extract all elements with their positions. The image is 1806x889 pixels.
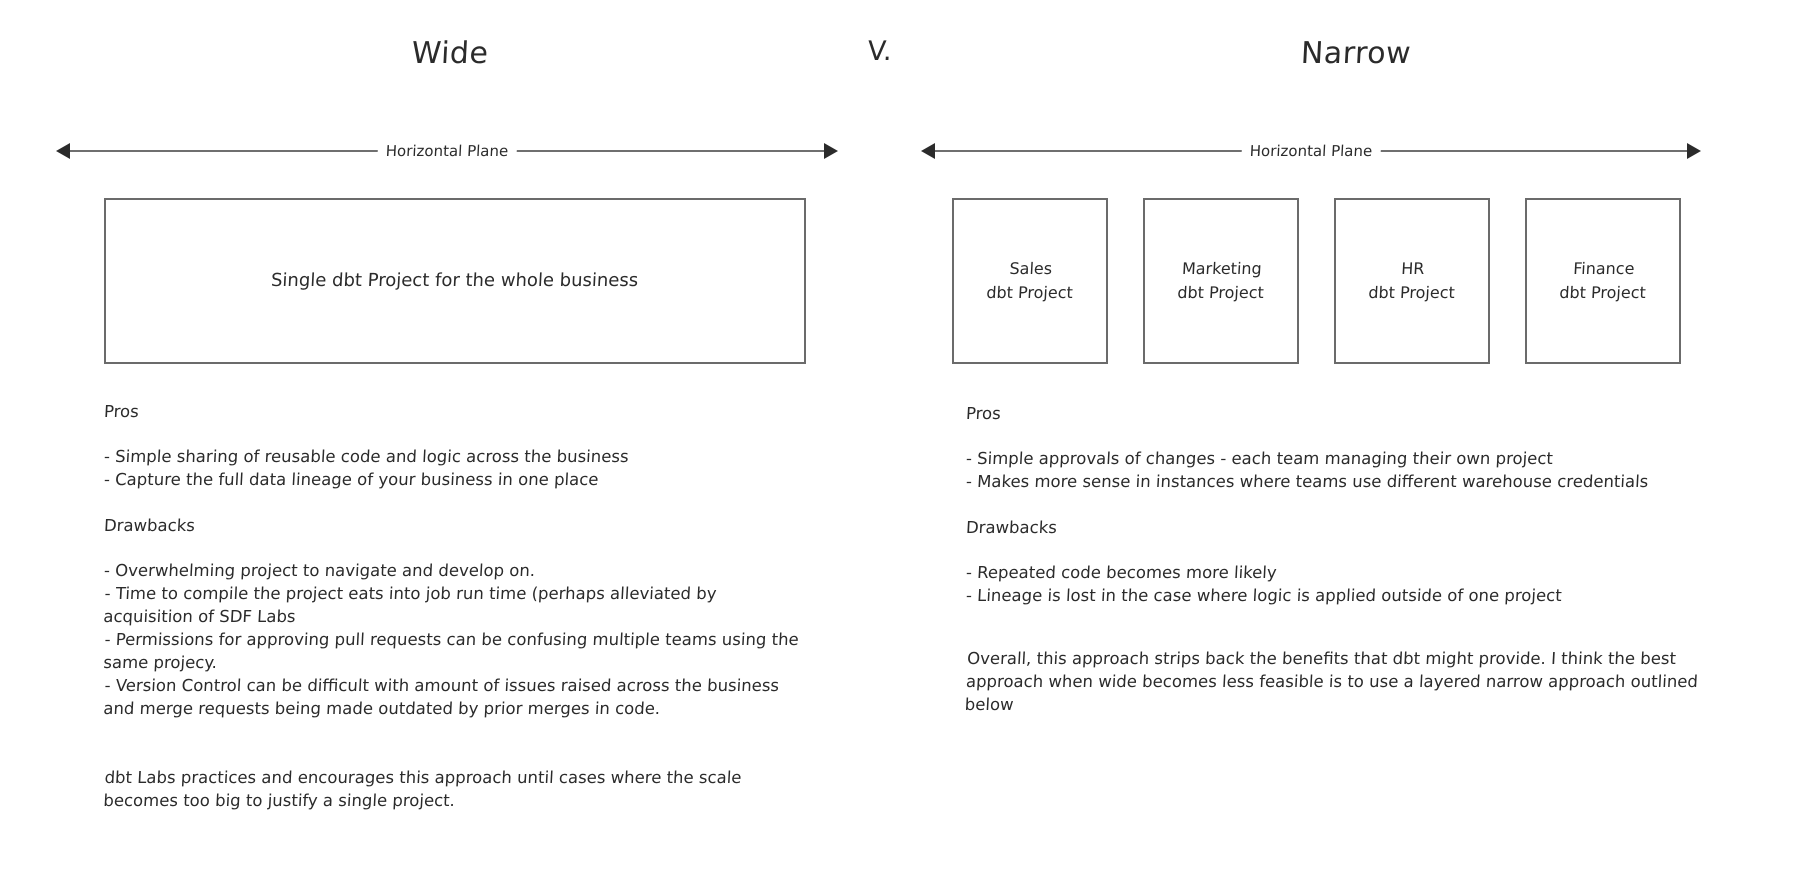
list-item: - Capture the full data lineage of your … xyxy=(103,470,600,489)
narrow-project-box-label: HR dbt Project xyxy=(1367,259,1456,302)
narrow-closing-note: Overall, this approach strips back the b… xyxy=(964,647,1711,716)
narrow-project-box-sales: Sales dbt Project xyxy=(952,198,1108,364)
arrow-right-icon xyxy=(1687,143,1701,159)
horizontal-plane-label-left: Horizontal Plane xyxy=(377,138,517,164)
wide-drawbacks-heading: Drawbacks xyxy=(103,516,196,535)
wide-pros-heading: Pros xyxy=(103,402,140,421)
narrow-pros-list: - Simple approvals of changes - each tea… xyxy=(966,447,1711,493)
wide-pros-list: - Simple sharing of reusable code and lo… xyxy=(104,445,804,491)
wide-project-box: Single dbt Project for the whole busines… xyxy=(104,198,806,364)
narrow-project-box-label: Finance dbt Project xyxy=(1558,259,1647,302)
narrow-project-box-marketing: Marketing dbt Project xyxy=(1143,198,1299,364)
wide-project-box-label: Single dbt Project for the whole busines… xyxy=(270,270,640,291)
horizontal-plane-arrow-left: Horizontal Plane xyxy=(56,138,838,164)
list-item: - Version Control can be difficult with … xyxy=(102,676,785,718)
narrow-closing-text: Overall, this approach strips back the b… xyxy=(964,649,1704,714)
page-title-wide: Wide xyxy=(410,36,490,71)
arrow-right-icon xyxy=(824,143,838,159)
wide-closing-text: dbt Labs practices and encourages this a… xyxy=(102,768,748,810)
page-title-narrow: Narrow xyxy=(1299,36,1413,71)
narrow-drawbacks-list: - Repeated code becomes more likely - Li… xyxy=(966,561,1711,607)
list-item: - Overwhelming project to navigate and d… xyxy=(103,561,536,580)
list-item: - Time to compile the project eats into … xyxy=(102,584,723,626)
list-item: - Repeated code becomes more likely xyxy=(965,563,1278,582)
narrow-text-column: Pros - Simple approvals of changes - eac… xyxy=(964,402,1711,716)
list-item: - Simple sharing of reusable code and lo… xyxy=(103,447,630,466)
horizontal-plane-arrow-right: Horizontal Plane xyxy=(921,138,1701,164)
list-item: - Makes more sense in instances where te… xyxy=(965,472,1649,491)
narrow-project-box-label: Marketing dbt Project xyxy=(1176,259,1265,302)
narrow-project-box-finance: Finance dbt Project xyxy=(1525,198,1681,364)
arrow-left-icon xyxy=(921,143,935,159)
horizontal-plane-label-right: Horizontal Plane xyxy=(1241,138,1381,164)
titles-row: Wide V. Narrow xyxy=(0,36,1806,88)
narrow-drawbacks-heading: Drawbacks xyxy=(965,518,1058,537)
narrow-project-box-label: Sales dbt Project xyxy=(985,259,1074,302)
list-item: - Lineage is lost in the case where logi… xyxy=(965,586,1563,605)
arrow-left-icon xyxy=(56,143,70,159)
list-item: - Permissions for approving pull request… xyxy=(102,630,805,672)
narrow-project-box-hr: HR dbt Project xyxy=(1334,198,1490,364)
narrow-pros-heading: Pros xyxy=(965,404,1002,423)
list-item: - Simple approvals of changes - each tea… xyxy=(965,449,1554,468)
wide-drawbacks-list: - Overwhelming project to navigate and d… xyxy=(102,559,805,720)
wide-text-column: Pros - Simple sharing of reusable code a… xyxy=(102,400,805,812)
wide-closing-note: dbt Labs practices and encourages this a… xyxy=(102,766,804,812)
